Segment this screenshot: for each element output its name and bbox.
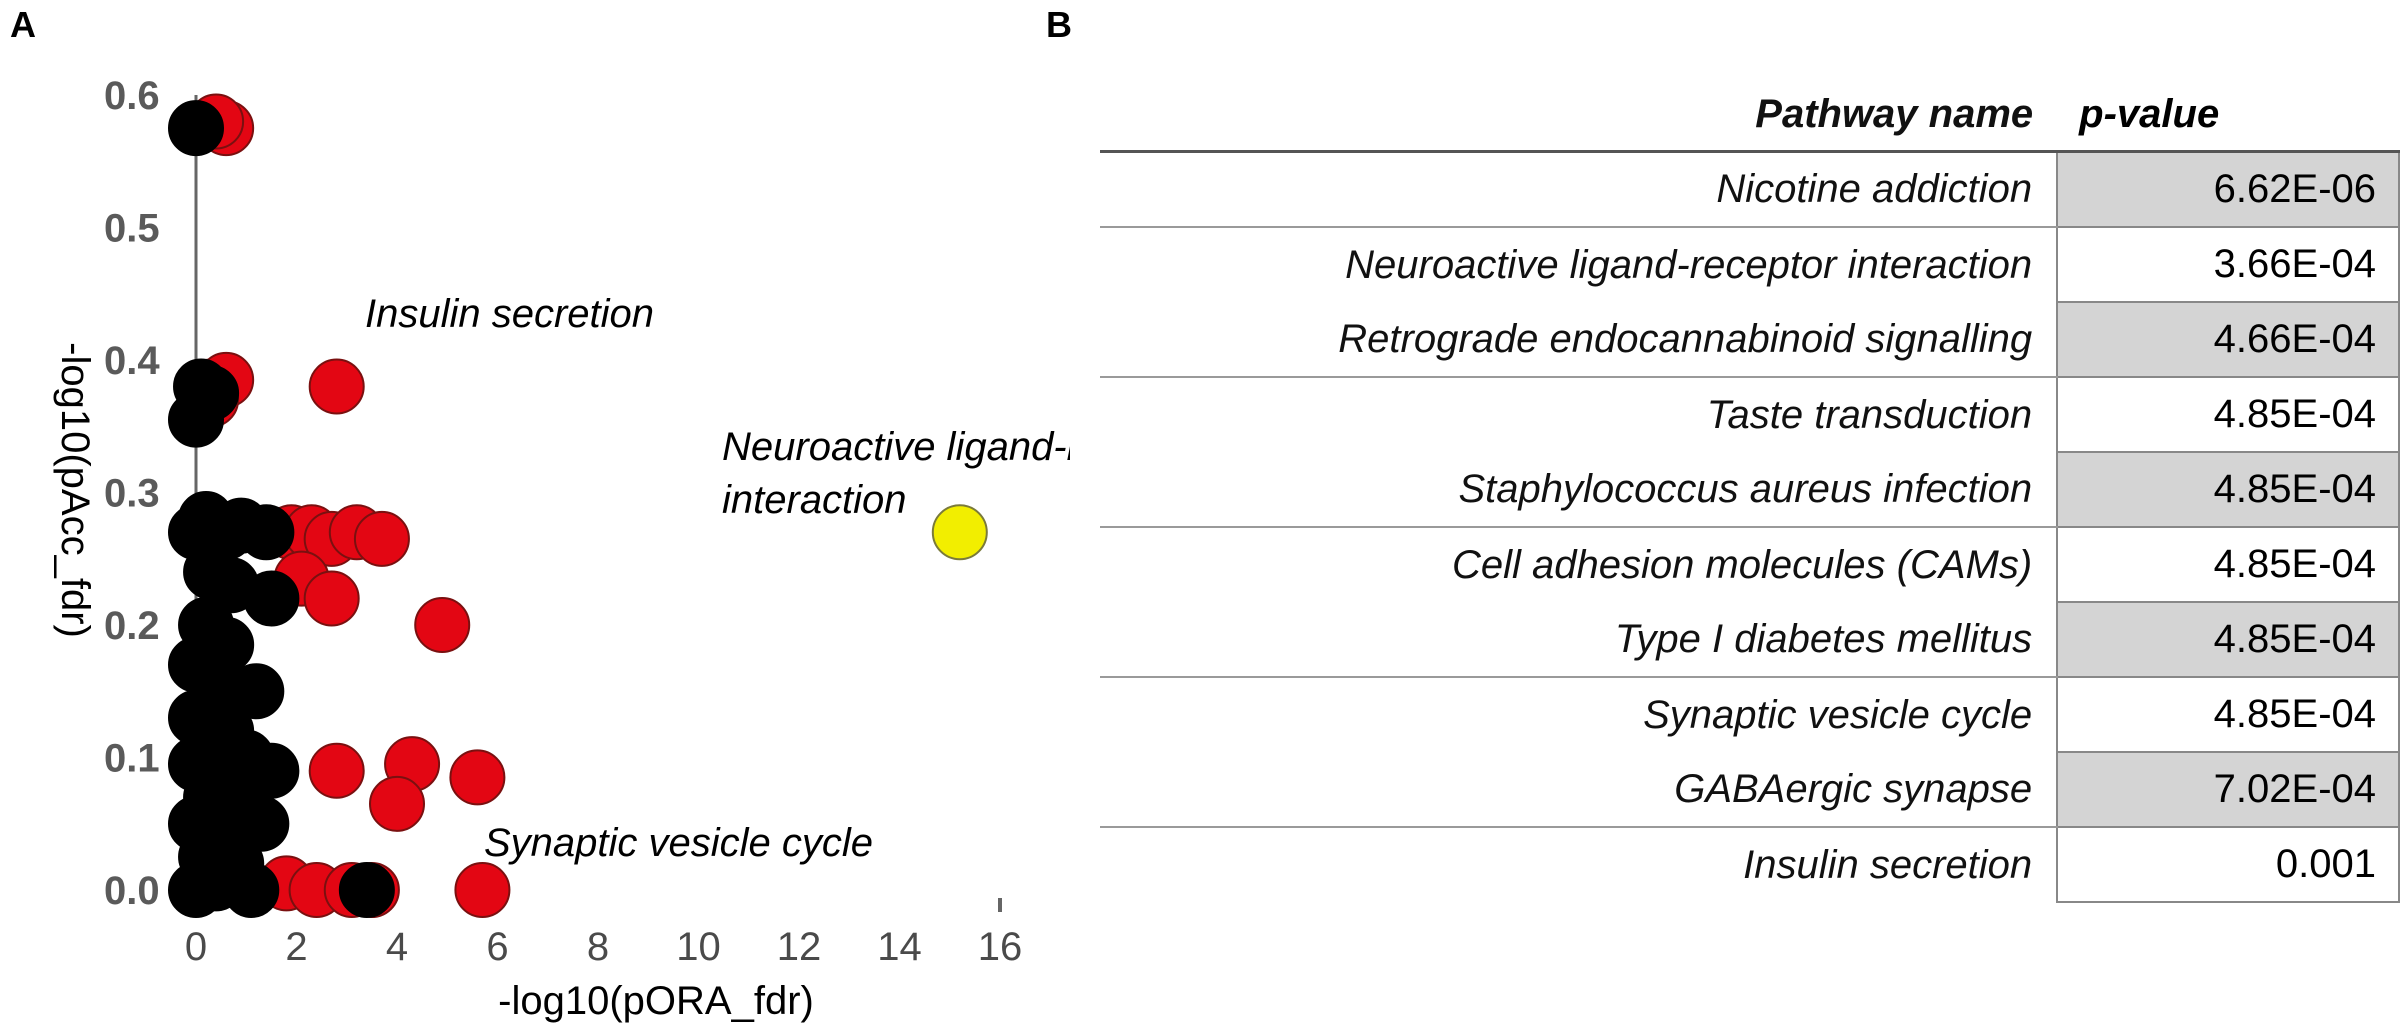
column-header-p-value: p-value <box>2057 78 2399 153</box>
pathway-name-cell: Synaptic vesicle cycle <box>1643 692 2033 737</box>
scatter-point <box>449 749 506 806</box>
x-tick-label: 16 <box>978 925 1023 969</box>
pathway-name-cell: Neuroactive ligand-receptor interaction <box>1345 242 2033 287</box>
column-header-pathway-name: Pathway name <box>1100 78 2058 153</box>
scatter-point <box>238 504 295 561</box>
panel-label-b: B <box>1046 4 1072 45</box>
p-value-cell: 0.001 <box>2056 827 2400 903</box>
scatter-point <box>369 775 425 832</box>
annotation-neuroactive-line1: Neuroactive ligand-receptor <box>722 425 1070 469</box>
annotation-synaptic-vesicle-cycle: Synaptic vesicle cycle <box>484 821 873 865</box>
p-value-cell: 4.85E-04 <box>2056 377 2400 452</box>
x-tick-label: 6 <box>486 925 508 969</box>
y-tick-label: 0.6 <box>104 74 160 118</box>
y-tick-label: 0.3 <box>104 472 160 516</box>
pathway-name-cell: Staphylococcus aureus infection <box>1100 452 2058 528</box>
p-value-cell: 4.85E-04 <box>2056 601 2400 678</box>
y-tick-label: 0.2 <box>104 604 160 648</box>
annotation-insulin-secretion: Insulin secretion <box>365 292 654 336</box>
pathway-name-cell: Cell adhesion molecules (CAMs) <box>1451 542 2033 587</box>
table-header-row: Pathway name p-value <box>1100 78 2399 153</box>
pathway-name-cell: GABAergic synapse <box>1100 752 2058 828</box>
scatter-point <box>233 795 290 852</box>
p-value-cell: 6.62E-06 <box>2056 150 2400 228</box>
scatter-point <box>353 510 410 567</box>
scatter-point <box>243 570 300 627</box>
table-row: Synaptic vesicle cycle 4.85E-04 <box>1100 677 2400 752</box>
p-value-cell: 7.02E-04 <box>2056 751 2400 828</box>
pathway-name-cell: Type I diabetes mellitus <box>1100 602 2058 678</box>
scatter-point <box>308 742 365 799</box>
x-tick-labels: 0 2 4 6 8 10 12 14 16 <box>185 925 1022 969</box>
pathway-name-cell: Taste transduction <box>1706 392 2033 437</box>
y-tick-label: 0.5 <box>104 207 160 251</box>
annotation-neuroactive-line2: interaction <box>722 478 907 522</box>
pathway-name-cell: Insulin secretion <box>1743 842 2033 887</box>
pathway-name-cell: Nicotine addiction <box>1100 151 2058 228</box>
scatter-point <box>931 504 988 561</box>
scatter-points <box>168 93 988 918</box>
x-tick-label: 4 <box>386 925 408 969</box>
scatter-plot: 0.0 0.1 0.2 0.3 0.4 0.5 0.6 0 2 4 6 8 10 12 14 16 Insu… <box>53 74 1070 1023</box>
scatter-point <box>414 597 471 653</box>
y-tick-label: 0.1 <box>104 737 160 781</box>
y-tick-label: 0.4 <box>104 339 160 383</box>
scatter-point <box>338 862 395 918</box>
x-tick-label: 12 <box>777 925 822 969</box>
p-value-cell: 3.66E-04 <box>2056 227 2400 302</box>
x-tick-label: 14 <box>877 925 922 969</box>
table-row: Taste transduction 4.85E-04 <box>1100 377 2400 452</box>
p-value-cell: 4.85E-04 <box>2056 677 2400 752</box>
x-tick-label: 10 <box>676 925 721 969</box>
p-value-cell: 4.85E-04 <box>2056 527 2400 602</box>
x-tick-label: 2 <box>285 925 307 969</box>
table-row: Neuroactive ligand-receptor interaction 3… <box>1100 227 2400 302</box>
panel-label-a: A <box>10 4 36 45</box>
p-value-cell: 4.85E-04 <box>2056 451 2400 528</box>
x-tick-label: 0 <box>185 925 207 969</box>
table-row: Cell adhesion molecules (CAMs) 4.85E-04 <box>1100 527 2400 602</box>
x-tick-label: 8 <box>587 925 609 969</box>
scatter-point <box>168 100 224 157</box>
y-tick-labels: 0.0 0.1 0.2 0.3 0.4 0.5 0.6 <box>104 74 160 913</box>
pathway-name-cell: Retrograde endocannabinoid signalling <box>1100 302 2058 378</box>
scatter-point <box>308 358 365 415</box>
scatter-point <box>228 663 285 720</box>
scatter-point <box>168 391 224 448</box>
p-value-cell: 4.66E-04 <box>2056 301 2400 378</box>
y-axis-title: -log10(pAcc_fdr) <box>53 342 97 638</box>
scatter-point <box>454 862 511 918</box>
y-tick-label: 0.0 <box>104 869 160 913</box>
scatter-point <box>223 862 280 918</box>
scatter-point <box>303 570 360 627</box>
x-axis-title: -log10(pORA_fdr) <box>498 979 814 1023</box>
table-row: Insulin secretion 0.001 <box>1100 827 2400 903</box>
